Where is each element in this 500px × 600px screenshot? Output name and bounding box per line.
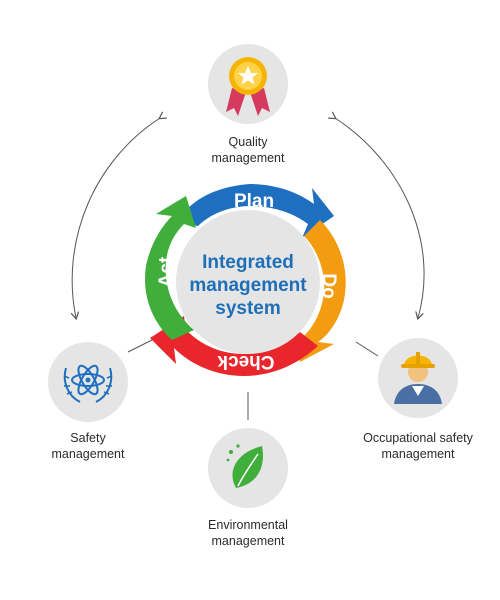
safety-label-line2: management (52, 447, 125, 461)
safety-label-line1: Safety (70, 431, 106, 445)
environmental-label-line2: management (212, 534, 285, 548)
do-arc (292, 220, 346, 362)
occupational-node: Occupational safety management (363, 338, 474, 461)
safety-node: Safety management (48, 342, 128, 461)
plan-label: Plan (234, 191, 274, 212)
act-label: Act (156, 256, 177, 287)
occupational-label-line2: management (382, 447, 455, 461)
check-arc (150, 316, 318, 376)
quality-label-line2: management (212, 151, 285, 165)
center-title-line3: system (215, 298, 281, 319)
plan-arc (178, 184, 334, 238)
pdca-cycle: Integrated management system Plan Do Che… (145, 184, 346, 376)
quality-node: Quality management (208, 44, 288, 165)
leaf-icon (226, 444, 263, 488)
hardhat-worker-icon (394, 352, 442, 404)
atom-laurel-icon (63, 364, 113, 403)
do-label: Do (318, 273, 339, 298)
connectors (72, 118, 425, 420)
environmental-label-line1: Environmental (208, 518, 288, 532)
quality-label-line1: Quality (229, 135, 269, 149)
check-label: Check (217, 351, 274, 372)
connector-safety-cycle (127, 339, 153, 353)
connector-quality-occupational (335, 118, 425, 318)
center-title-line1: Integrated (202, 252, 294, 273)
occupational-label-line1: Occupational safety (363, 431, 474, 445)
center-circle (176, 210, 320, 354)
medal-icon (226, 57, 270, 116)
center-title-line2: management (189, 275, 307, 296)
environmental-node: Environmental management (208, 428, 288, 548)
connector-quality-safety (72, 118, 160, 318)
act-arc (145, 196, 196, 340)
connector-occupational-cycle (355, 341, 379, 357)
